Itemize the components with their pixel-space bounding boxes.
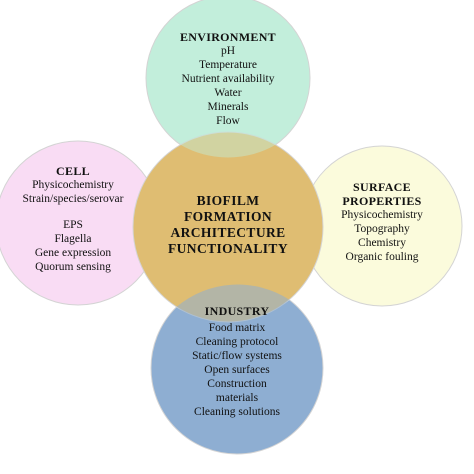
cell-item: Gene expression [34,247,112,259]
industry-item: Static/flow systems [192,350,282,362]
industry-overlap [176,284,290,325]
environment-item: Flow [216,115,240,127]
surface-block: SURFACE PROPERTIES Physicochemistry Topo… [320,180,444,264]
center-line: ARCHITECTURE [170,225,286,240]
surface-item: Organic fouling [345,251,419,263]
environment-item: Temperature [199,59,257,71]
cell-item: Flagella [54,233,92,245]
surface-item: Chemistry [358,237,406,249]
environment-title: ENVIRONMENT [180,30,276,44]
industry-item: materials [215,392,259,404]
cell-item: Quorum sensing [35,261,111,273]
industry-item: Open surfaces [204,364,270,376]
industry-item: Cleaning protocol [195,336,279,348]
industry-item: Cleaning solutions [194,406,280,418]
industry-block: INDUSTRY Food matrix Cleaning protocol S… [167,304,307,419]
surface-item: Physicochemistry [341,209,423,221]
environment-item: Nutrient availability [181,73,275,85]
surface-item: Topography [354,223,410,235]
center-line: FORMATION [183,209,273,224]
center-line: BIOFILM [196,193,260,208]
cell-item: Physicochemistry [32,179,114,191]
environment-item: pH [220,45,236,57]
industry-item: Construction [207,378,267,390]
surface-title-line2: PROPERTIES [342,194,422,208]
industry-item: Food matrix [208,322,266,334]
center-line: FUNCTIONALITY [168,241,288,256]
cell-item: Strain/species/serovar [22,193,124,205]
cell-item: EPS [63,219,83,231]
cell-title: CELL [56,164,90,178]
environment-item: Minerals [207,101,249,113]
industry-title: INDUSTRY [204,304,270,318]
environment-item: Water [214,87,242,99]
cell-block: CELL Physicochemistry Strain/species/ser… [6,164,140,274]
environment-overlap [180,129,276,158]
cell-item [6,206,140,218]
environment-block: ENVIRONMENT pH Temperature Nutrient avai… [158,30,298,128]
center-label: BIOFILM FORMATION ARCHITECTURE FUNCTIONA… [158,193,298,257]
surface-title-line1: SURFACE [353,180,411,194]
